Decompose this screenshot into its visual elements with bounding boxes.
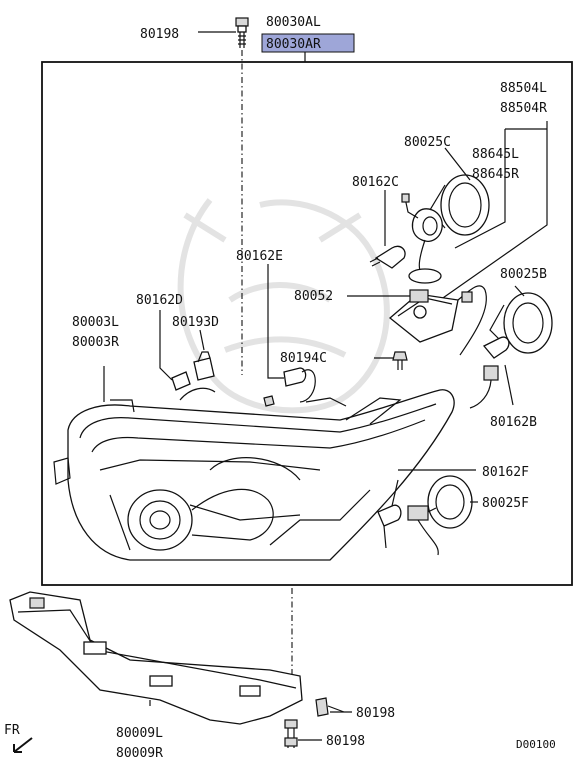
label-80052: 80052 bbox=[294, 289, 333, 304]
label-80162E: 80162E bbox=[236, 249, 283, 264]
label-88504R: 88504R bbox=[500, 101, 547, 116]
bulb-80162F bbox=[377, 479, 402, 549]
label-fr: FR bbox=[4, 723, 20, 738]
bulb-80162E bbox=[263, 367, 316, 407]
label-88645L: 88645L bbox=[472, 147, 519, 162]
label-80030AR: 80030AR bbox=[266, 37, 321, 52]
bulb-80162D bbox=[171, 371, 191, 391]
ballast-80052 bbox=[388, 289, 459, 343]
label-80030AL: 80030AL bbox=[266, 15, 321, 30]
label-80162C: 80162C bbox=[352, 175, 399, 190]
socket-80193D bbox=[193, 351, 215, 381]
headlamp-housing bbox=[53, 387, 455, 561]
label-80162D: 80162D bbox=[136, 293, 183, 308]
assembly-frame bbox=[41, 61, 573, 586]
label-80009R: 80009R bbox=[116, 746, 163, 761]
bulb-80162B bbox=[469, 336, 510, 409]
label-80198-bottom: 80198 bbox=[326, 734, 365, 749]
diagram-code: D00100 bbox=[516, 738, 556, 751]
label-88504L: 88504L bbox=[500, 81, 547, 96]
bolt-80198-right bbox=[315, 697, 345, 717]
hid-bulb-88645 bbox=[401, 193, 443, 242]
label-80162B: 80162B bbox=[490, 415, 537, 430]
label-80025B: 80025B bbox=[500, 267, 547, 282]
label-80009L: 80009L bbox=[116, 726, 163, 741]
fr-arrow-icon bbox=[13, 737, 33, 753]
label-80162F: 80162F bbox=[482, 465, 529, 480]
label-80025F: 80025F bbox=[482, 496, 529, 511]
label-88645R: 88645R bbox=[472, 167, 519, 182]
label-80198-top: 80198 bbox=[140, 27, 179, 42]
bulb-cap-80025B bbox=[489, 292, 553, 354]
highlight-box-80030AR bbox=[261, 33, 355, 53]
projector-lens bbox=[127, 488, 274, 551]
bolt-80198-top bbox=[235, 17, 249, 48]
screw-80194C bbox=[392, 351, 408, 370]
bulb-cap-80025F bbox=[407, 475, 473, 556]
label-80193D: 80193D bbox=[172, 315, 219, 330]
bolt-80198-bottom bbox=[284, 719, 298, 748]
label-80198-right: 80198 bbox=[356, 706, 395, 721]
label-80003R: 80003R bbox=[72, 335, 119, 350]
label-80194C: 80194C bbox=[280, 351, 327, 366]
label-80025C: 80025C bbox=[404, 135, 451, 150]
label-80003L: 80003L bbox=[72, 315, 119, 330]
bulb-80162C bbox=[369, 245, 406, 269]
mounting-bracket-80009 bbox=[9, 591, 303, 725]
